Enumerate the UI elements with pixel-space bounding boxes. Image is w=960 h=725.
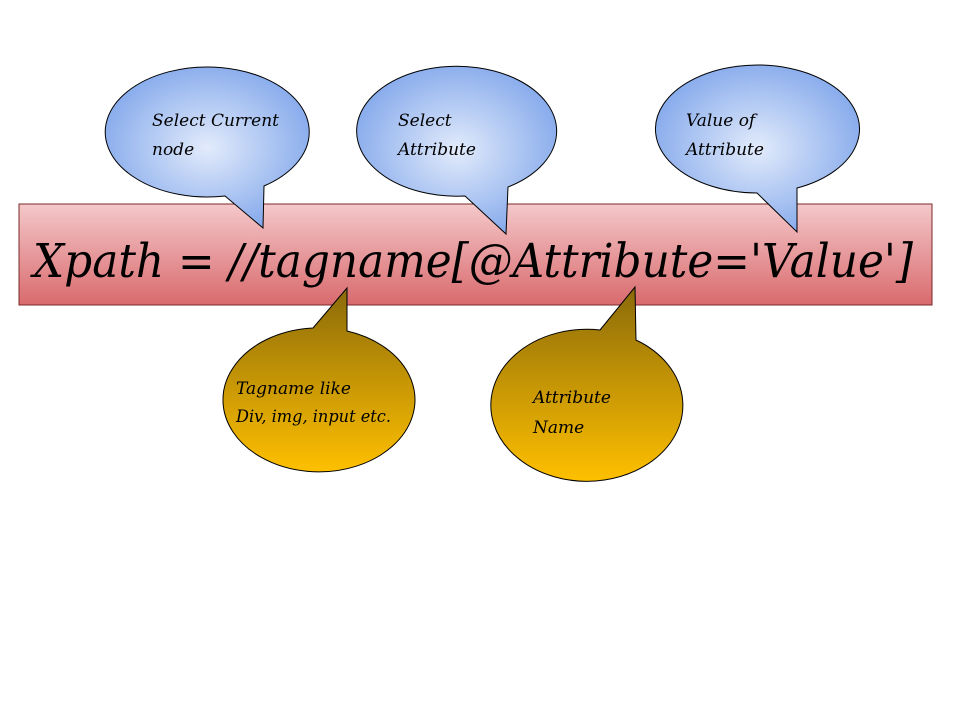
callout-text-line1: Attribute <box>531 388 611 408</box>
callout-bubble-shape <box>222 286 416 473</box>
callout-text-line2: Attribute <box>396 140 476 160</box>
callout-text-line2: Name <box>532 418 584 438</box>
callout-value-of-attribute: Value of Attribute <box>654 64 860 234</box>
callout-bubble-shape <box>104 66 310 230</box>
callout-text-line1: Select Current <box>152 111 279 131</box>
callout-attribute-name: Attribute Name <box>490 285 684 482</box>
callout-text-line1: Tagname like <box>236 379 351 399</box>
xpath-formula: Xpath = //tagname[@Attribute='Value'] <box>29 234 913 289</box>
callout-tagname: Tagname like Div, img, input etc. <box>222 286 416 473</box>
callout-bubble-shape <box>356 65 558 236</box>
callout-bubble-shape <box>654 64 860 234</box>
callout-text-line1: Value of <box>686 111 758 131</box>
callout-text-line2: node <box>152 140 194 160</box>
callout-select-attribute: Select Attribute <box>356 65 558 236</box>
callout-text-line1: Select <box>398 111 452 131</box>
callout-text-line2: Div, img, input etc. <box>235 407 391 427</box>
callout-bubble-shape <box>490 285 684 482</box>
callout-select-current-node: Select Current node <box>104 66 310 230</box>
formula-banner <box>18 203 933 306</box>
callout-text-line2: Attribute <box>684 140 764 160</box>
